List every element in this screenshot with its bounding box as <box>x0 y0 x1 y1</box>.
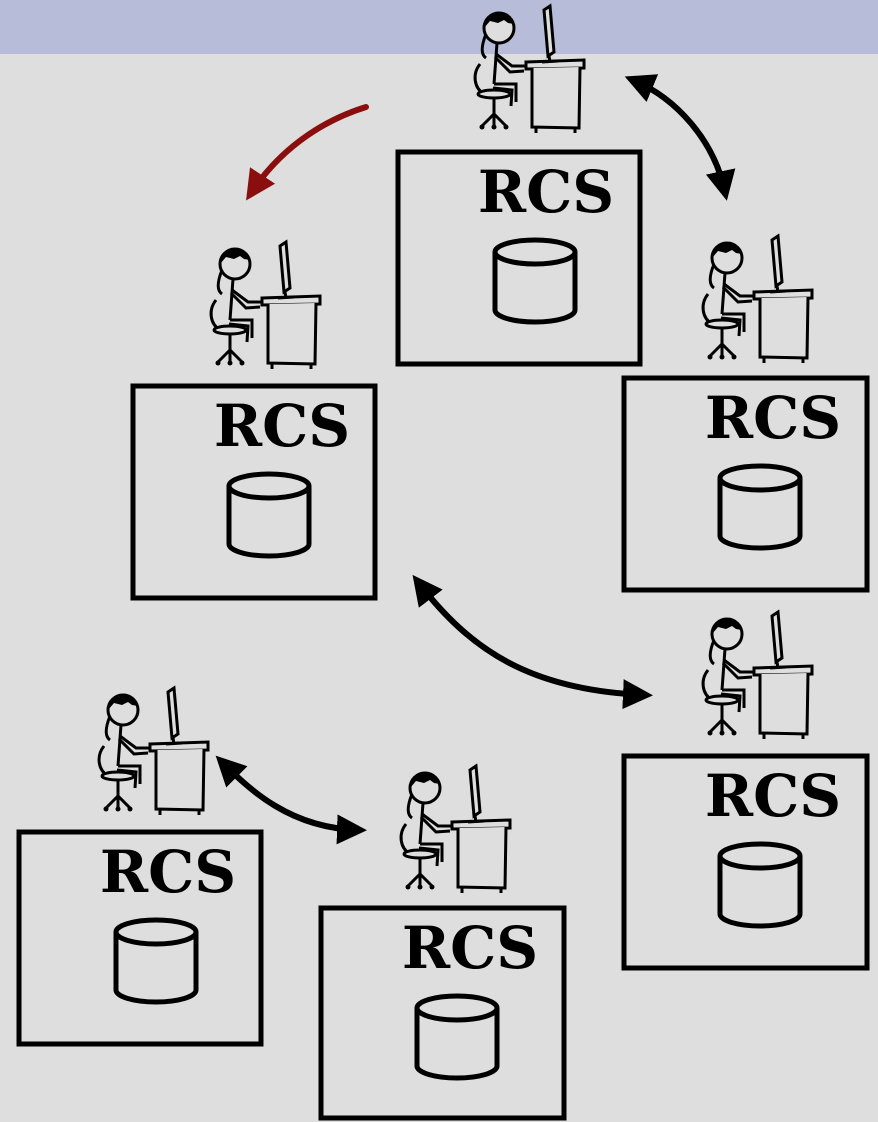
rcs-label: RCS <box>705 762 841 830</box>
two-way-arrow-left-to-right-lower <box>412 574 653 710</box>
database-cylinder-icon <box>720 466 800 548</box>
rcs-label: RCS <box>214 392 350 460</box>
rcs-node-top: RCS <box>395 4 643 367</box>
person-at-computer-icon <box>701 610 814 741</box>
rcs-node-right-lower: RCS <box>621 610 870 971</box>
database-cylinder-icon <box>417 996 497 1078</box>
header-band <box>0 0 878 54</box>
database-cylinder-icon <box>720 844 800 926</box>
database-cylinder-icon <box>495 240 575 322</box>
two-way-arrow-bottom-left-to-bottom-middle <box>215 755 367 845</box>
rcs-label: RCS <box>100 838 236 906</box>
person-at-computer-icon <box>701 234 814 365</box>
rcs-label: RCS <box>402 914 538 982</box>
one-way-arrow-top-to-left <box>246 104 369 201</box>
two-way-arrow-top-to-right-upper <box>624 74 736 201</box>
person-at-computer-icon <box>97 686 210 817</box>
rcs-node-bottom-middle: RCS <box>318 764 567 1121</box>
rcs-node-bottom-left: RCS <box>16 686 264 1047</box>
rcs-label: RCS <box>478 158 614 226</box>
rcs-node-left: RCS <box>130 240 378 601</box>
person-at-computer-icon <box>209 240 322 371</box>
database-cylinder-icon <box>229 474 309 556</box>
rcs-label: RCS <box>705 384 841 452</box>
database-cylinder-icon <box>116 920 196 1002</box>
rcs-node-right-upper: RCS <box>621 234 870 593</box>
person-at-computer-icon <box>399 764 512 895</box>
